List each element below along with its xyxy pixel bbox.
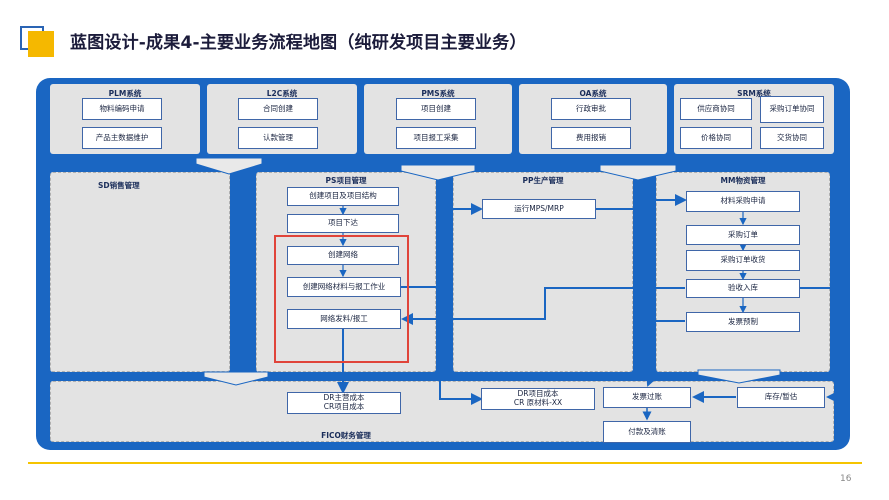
pp-module-label: PP生产管理 [522, 176, 564, 185]
fico-payment-clearing: 付款及清账 [603, 421, 691, 443]
highlight-frame [274, 235, 409, 363]
sd-module-panel [50, 172, 230, 372]
page-title: 蓝图设计-成果4-主要业务流程地图（纯研发项目主要业务） [70, 33, 527, 53]
oa-item: 行政审批 [551, 98, 631, 120]
l2c-item: 合同创建 [238, 98, 318, 120]
mm-step-po-receipt: 采购订单收货 [686, 250, 800, 271]
mm-step-purchase-order: 采购订单 [686, 225, 800, 245]
pms-item: 项目创建 [396, 98, 476, 120]
pms-system-label: PMS系统 [421, 89, 455, 98]
srm-item: 交货协同 [760, 127, 824, 149]
mm-module-label: MM物资管理 [720, 176, 766, 185]
fico-main-cost: DR主营成本 CR项目成本 [287, 392, 401, 414]
sd-module-label: SD销售管理 [98, 181, 140, 190]
srm-system-label: SRM系统 [737, 89, 771, 98]
ps-step-create-project: 创建项目及项目结构 [287, 187, 399, 206]
pms-item: 项目报工采集 [396, 127, 476, 149]
oa-system-label: OA系统 [579, 89, 607, 98]
fico-invoice-post: 发票过账 [603, 387, 691, 408]
fico-project-cost: DR项目成本 CR 原材料-XX [481, 388, 595, 410]
ps-step-create-network: 创建网络 [287, 246, 399, 265]
ps-step-network-material: 创建网络材料与报工作业 [287, 277, 401, 297]
pp-step-mps-mrp: 运行MPS/MRP [482, 199, 596, 219]
ps-module-label: PS项目管理 [325, 176, 367, 185]
footer-divider [28, 462, 862, 464]
plm-item: 产品主数据维护 [82, 127, 162, 149]
srm-item: 价格协同 [680, 127, 752, 149]
fico-stock-estimate: 库存/暂估 [737, 387, 825, 408]
mm-step-invoice-prepare: 发票预制 [686, 312, 800, 332]
ps-step-release-project: 项目下达 [287, 214, 399, 233]
ps-step-network-issue: 网络发料/报工 [287, 309, 401, 329]
l2c-system-label: L2C系统 [266, 89, 298, 98]
l2c-item: 认款管理 [238, 127, 318, 149]
fico-module-label: FICO财务管理 [321, 431, 371, 440]
mm-step-goods-receipt: 验收入库 [686, 279, 800, 298]
srm-item: 采购订单协同 [760, 96, 824, 123]
srm-item: 供应商协同 [680, 98, 752, 120]
mm-step-purchase-request: 材料采购申请 [686, 191, 800, 212]
plm-system-label: PLM系统 [108, 89, 142, 98]
oa-item: 费用报销 [551, 127, 631, 149]
plm-item: 物料编码申请 [82, 98, 162, 120]
page-number: 16 [840, 474, 852, 484]
title-icon-square [28, 31, 54, 57]
